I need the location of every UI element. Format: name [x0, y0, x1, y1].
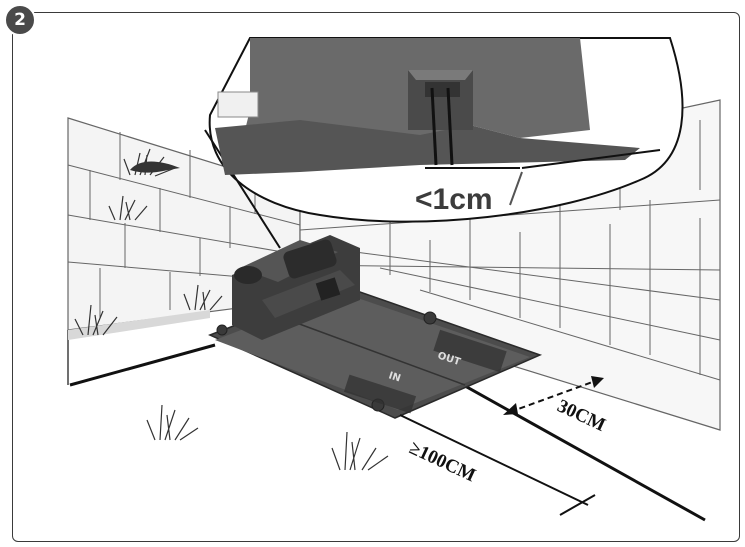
grass-clump	[130, 161, 180, 173]
gap-pointer	[509, 171, 523, 206]
charging-station	[232, 235, 360, 340]
front-distance-line	[399, 414, 589, 506]
side-distance-arrow	[503, 376, 604, 415]
base-in-mark: IN	[387, 370, 402, 384]
diagram-frame	[12, 12, 740, 542]
front-distance-tick	[559, 494, 596, 516]
step-number-badge: 2	[4, 4, 36, 36]
right-boundary-line	[439, 370, 706, 522]
lawn-area	[70, 330, 720, 540]
gap-clearance-label: <1cm	[415, 183, 493, 216]
zoomed-station-body	[215, 38, 661, 175]
left-boundary-line	[69, 343, 216, 387]
zoom-callout: <1cm	[204, 37, 684, 249]
